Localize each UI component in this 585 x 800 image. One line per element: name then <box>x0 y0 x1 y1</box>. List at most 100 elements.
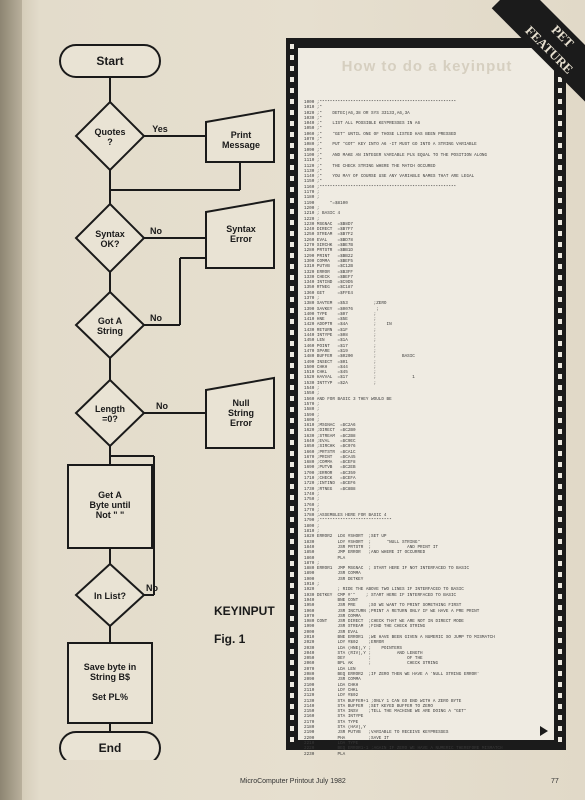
perforation-hole <box>290 594 294 599</box>
perforation-hole <box>558 286 562 291</box>
listing-line: 1330 CHECK =$BEF7 <box>304 274 353 280</box>
keyinput-flowchart: Start End Quotes ? Yes Syntax OK? No Got… <box>30 40 290 760</box>
listing-line: 1490 INSECT =$01 ; <box>304 359 377 365</box>
listing-line: 2050 DEY ; OF THE <box>304 656 423 662</box>
listing-line: 1110 ;* <box>304 158 323 164</box>
perforation-hole <box>290 286 294 291</box>
perforation-hole <box>290 682 294 687</box>
perforation-hole <box>558 253 562 258</box>
listing-line: 2180 STA (HAV),Y <box>304 725 366 731</box>
listing-line: 1840 JSR PRTSTR ; AND PRINT IT <box>304 544 439 550</box>
perforation-hole <box>558 110 562 115</box>
listing-line: 2210 LDA TYPE <box>304 740 359 746</box>
listing-line: 1740 ; <box>304 491 320 497</box>
listing-line: 1620 ;DIRECT =$C2B0 <box>304 428 356 434</box>
perforation-hole <box>290 176 294 181</box>
perforation-hole <box>558 154 562 159</box>
listing-line: 1370 ; <box>304 295 320 301</box>
start-terminator <box>59 44 161 78</box>
perforation-hole <box>558 495 562 500</box>
listing-line: 2130 STA BUFFER+1 ;ONLY 1 CAN GO END WIT… <box>304 698 462 704</box>
perforation-hole <box>558 319 562 324</box>
listing-line: 1940 BNE CONT <box>304 597 359 603</box>
listing-line: 1580 ; <box>304 407 320 413</box>
listing-line: 1450 LEN =$1A ; <box>304 338 377 344</box>
perforation-hole <box>558 671 562 676</box>
perforation-hole <box>558 99 562 104</box>
syntax-no-label: No <box>150 226 162 236</box>
listing-line: 1040 ;* LIST ALL POSSIBLE KEYPRESSES IN … <box>304 121 421 127</box>
perforation-hole <box>290 704 294 709</box>
perforation-hole <box>558 209 562 214</box>
perforation-hole <box>558 132 562 137</box>
end-label: End <box>98 741 122 755</box>
perforation-hole <box>290 473 294 478</box>
listing-line: 1340 INTIND =$C9D5 <box>304 280 353 286</box>
perforation-hole <box>558 616 562 621</box>
perforation-hole <box>558 275 562 280</box>
listing-line: 1780 ;ASSEMBLES HERE FOR BASIC 4 <box>304 513 387 519</box>
end-terminator <box>59 731 161 760</box>
listing-line: 2070 LDA LEN <box>304 666 356 672</box>
perforation-hole <box>558 363 562 368</box>
perforation-hole <box>558 462 562 467</box>
listing-line: 1480 BUFFER =$0200 ; BASIC <box>304 354 415 360</box>
listing-line: 1920 ; RIDE THE ABOVE TWO LINES IF INTER… <box>304 587 464 593</box>
perforation-hole <box>558 572 562 577</box>
perforation-hole <box>558 88 562 93</box>
perforation-hole <box>290 110 294 115</box>
listing-line: 2140 STA BUFFER ;SET KEYED BUFFER TO ZER… <box>304 703 433 709</box>
perforation-hole <box>558 550 562 555</box>
perforation-hole <box>290 726 294 731</box>
perforation-hole <box>290 418 294 423</box>
perforation-hole <box>290 451 294 456</box>
figure-number: Fig. 1 <box>214 632 246 646</box>
perforation-hole <box>558 473 562 478</box>
listing-line: 1560 AND FOR BASIC 3 THEY WOULD BE <box>304 396 392 402</box>
perforation-hole <box>558 440 562 445</box>
perforation-hole <box>290 528 294 533</box>
perforation-hole <box>558 649 562 654</box>
perforation-hole <box>558 660 562 665</box>
listing-line: 1050 ;* <box>304 126 323 132</box>
listing-line: 1970 JSR COMMA <box>304 613 361 619</box>
listing-line: 1530 INTTYP =$2A ; <box>304 380 377 386</box>
perforation-hole <box>290 165 294 170</box>
perforation-hole <box>290 671 294 676</box>
listing-line: 1000 ;**********************************… <box>304 100 457 105</box>
perforation-hole <box>290 385 294 390</box>
listing-line: 1460 POINT =$17 ; <box>304 343 377 349</box>
perforation-hole <box>558 407 562 412</box>
page-binding <box>0 0 22 800</box>
listing-line: 1850 JMP ERROR ;AND WHERE IT OCCURRED <box>304 550 426 556</box>
perforation-hole <box>290 396 294 401</box>
perforation-hole <box>558 198 562 203</box>
listing-line: 1880 ERROR1 JMP MSGNAC ; START HERE IF N… <box>304 566 470 572</box>
perforation-hole <box>558 176 562 181</box>
listing-line: 1910 ; <box>304 582 320 588</box>
process-get-byte <box>67 464 153 549</box>
perforation-hole <box>290 187 294 192</box>
decision-in-list-label: In List? <box>94 591 126 601</box>
listing-line: 1860 PLA <box>304 555 346 561</box>
listing-line: 2230 PLA <box>304 751 346 757</box>
perforation-hole <box>290 429 294 434</box>
listing-line: 1680 ;COMMA =$CEF8 <box>304 460 356 466</box>
perforation-hole <box>558 264 562 269</box>
perforation-hole <box>558 330 562 335</box>
perforation-hole <box>290 264 294 269</box>
footer-publication: MicroComputer Printout July 1982 <box>240 778 346 785</box>
listing-line: 1120 ;* THE CHECK STRING WHERE THE MATCH… <box>304 163 436 169</box>
perforation-hole <box>558 594 562 599</box>
decision-got-string <box>74 290 146 360</box>
listing-line: 2040 STA (RIV),Y ; AND LENGTH <box>304 650 423 656</box>
listing-line: 1090 ;* <box>304 147 323 153</box>
perforation-hole <box>290 627 294 632</box>
perforation-hole <box>290 407 294 412</box>
perforation-hole <box>558 451 562 456</box>
listing-line: 1270 SIRCHK =$BE7B <box>304 243 353 249</box>
listing-line: 1950 JSR PRE ;SO WE WANT TO PRINT SOMETH… <box>304 603 462 609</box>
listing-line: 1930 DETKEY CMP #'" ; START HERE IF INTE… <box>304 592 457 598</box>
perforation-hole <box>290 517 294 522</box>
listing-line: 1360 GET =$FFE4 <box>304 290 353 296</box>
